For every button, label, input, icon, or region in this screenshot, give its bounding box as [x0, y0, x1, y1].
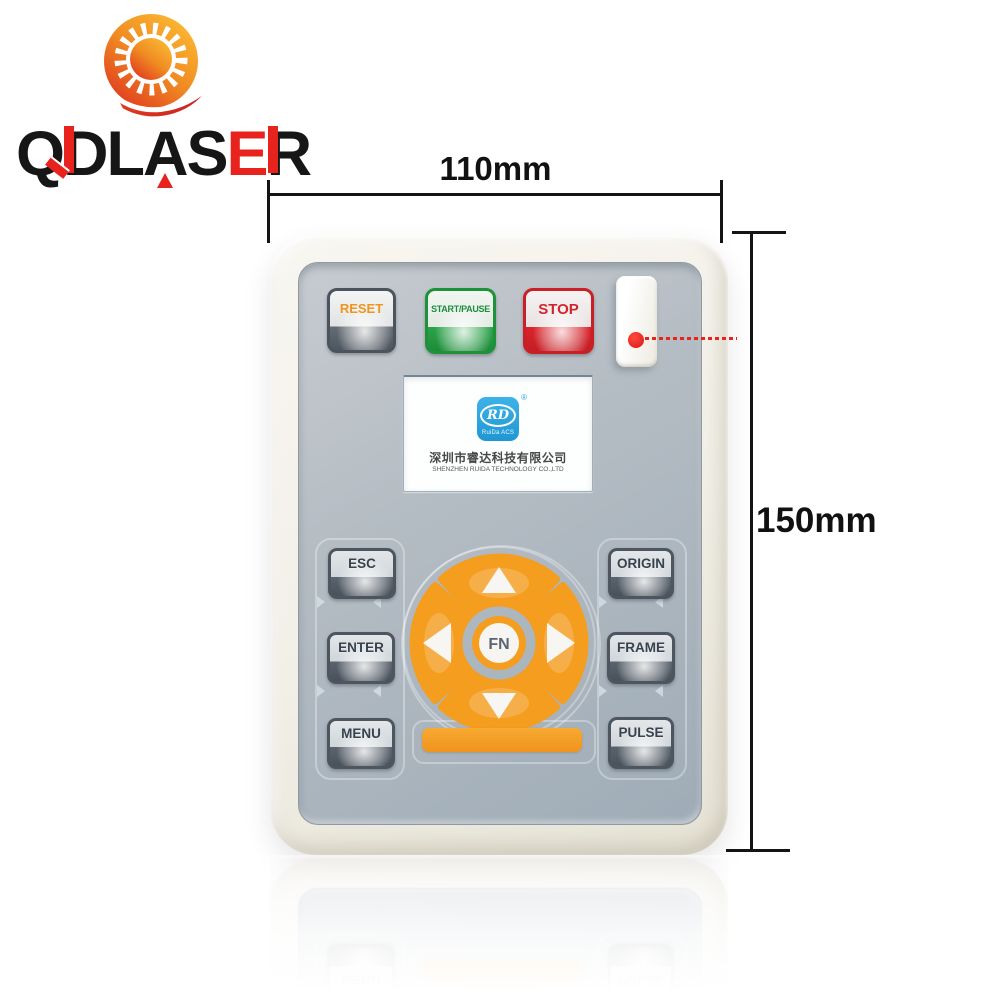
dpad-down-icon	[482, 693, 516, 719]
pulse-button-label: PULSE	[618, 725, 664, 741]
start-pause-button[interactable]: START/PAUSE	[425, 288, 496, 354]
height-dimension-tick-bottom	[726, 849, 790, 852]
height-dimension-tick-top	[732, 231, 786, 234]
laser-beam-line	[645, 337, 737, 340]
frame-button-label: FRAME	[617, 640, 665, 656]
chevron-left-icon	[655, 685, 663, 697]
width-dimension-label: 110mm	[439, 150, 552, 187]
esc-button[interactable]: ESC	[328, 548, 396, 599]
indicator-bar	[422, 728, 582, 752]
enter-button[interactable]: ENTER	[327, 632, 395, 684]
chevron-left-icon	[655, 596, 663, 608]
height-dimension-label: 150mm	[756, 501, 877, 540]
laser-pointer-switch[interactable]	[616, 276, 657, 367]
reset-button[interactable]: RESET	[327, 288, 396, 353]
width-dimension-tick-right	[720, 180, 723, 243]
chevron-right-icon	[599, 596, 607, 608]
frame-button[interactable]: FRAME	[607, 632, 675, 684]
esc-button-label: ESC	[348, 556, 376, 572]
rd-logo-subtext: RuiDa ACS	[481, 430, 515, 436]
height-dimension-line	[750, 231, 753, 852]
start-pause-button-label: START/PAUSE	[431, 304, 490, 314]
fn-button-label: FN	[488, 636, 509, 653]
stop-button[interactable]: STOP	[523, 288, 594, 354]
chevron-right-icon	[599, 685, 607, 697]
stop-button-label: STOP	[538, 300, 579, 318]
company-name-cn: 深圳市睿达科技有限公司	[429, 451, 567, 465]
qdlaser-sun-icon	[104, 14, 215, 122]
rd-logo-ellipse: RD	[480, 404, 516, 427]
enter-button-label: ENTER	[338, 640, 384, 656]
brand-letter: E	[226, 119, 269, 189]
display-screen: ® RD RuiDa ACS 深圳市睿达科技有限公司 SHENZHEN RUID…	[403, 375, 593, 492]
menu-button-label: MENU	[341, 726, 381, 742]
brand-letter: S	[186, 119, 229, 189]
origin-button-label: ORIGIN	[616, 556, 665, 572]
dpad-up-icon	[482, 567, 516, 593]
rd-logo-text: RD	[486, 408, 510, 423]
origin-button[interactable]: ORIGIN	[608, 548, 674, 599]
brand-letter: Q	[16, 119, 65, 189]
brand-letter: D	[63, 119, 108, 189]
chevron-right-icon	[317, 685, 325, 697]
chevron-left-icon	[373, 685, 381, 697]
reset-button-label: RESET	[339, 301, 384, 317]
menu-button[interactable]: MENU	[327, 718, 395, 769]
brand-letter: R	[266, 119, 312, 189]
laser-dot-icon	[628, 332, 644, 348]
chevron-right-icon	[317, 596, 325, 608]
rd-logo-badge: ® RD RuiDa ACS	[477, 393, 527, 441]
reflection-fade	[250, 855, 750, 1000]
brand-letter: L	[106, 119, 146, 189]
dpad-right-icon	[547, 623, 575, 663]
device: RESET START/PAUSE STOP ® RD RuiDa ACS 深圳…	[270, 235, 728, 855]
dpad: FN	[402, 546, 596, 740]
width-dimension-tick-left	[267, 180, 270, 243]
brand-letter: A	[143, 119, 188, 189]
chevron-left-icon	[373, 596, 381, 608]
dpad-left-icon	[423, 623, 451, 663]
pulse-button[interactable]: PULSE	[608, 717, 674, 769]
width-dimension-line	[268, 193, 723, 196]
fn-button[interactable]: FN	[472, 616, 526, 670]
brand-wordmark: QDLASER	[16, 118, 312, 196]
registered-mark: ®	[521, 393, 527, 402]
company-name-en: SHENZHEN RUIDA TECHNOLOGY CO.,LTD	[432, 466, 564, 473]
